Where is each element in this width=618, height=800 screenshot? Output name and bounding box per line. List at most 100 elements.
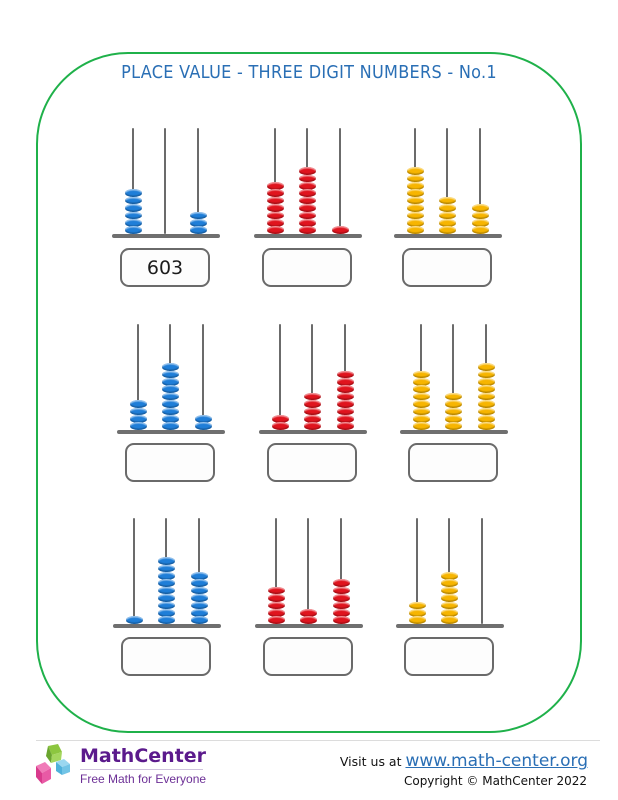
bead (189, 226, 207, 234)
bead-stack-ones (471, 204, 489, 234)
bead (125, 616, 143, 624)
bead (336, 422, 354, 430)
abacus-base (255, 624, 363, 628)
answer-box-6[interactable] (408, 443, 498, 482)
bead-stack-hundreds (124, 189, 142, 234)
bead (477, 392, 495, 401)
bead (267, 601, 285, 610)
bead (298, 219, 316, 227)
rod-hundreds (274, 128, 277, 234)
dice-cubes-icon (36, 744, 70, 784)
rod-tens (311, 324, 314, 430)
bead (406, 189, 424, 197)
bead (266, 211, 284, 220)
bead (336, 392, 354, 401)
answer-box-4[interactable] (125, 443, 215, 482)
abacus-7 (113, 510, 221, 630)
abacus-base (400, 430, 508, 434)
bead (438, 219, 456, 227)
abacus-base (117, 430, 225, 434)
bead (440, 609, 458, 617)
bead-stack-ones (477, 363, 495, 430)
visit-prefix: Visit us at (339, 754, 406, 769)
bead (190, 579, 208, 587)
answer-box-3[interactable] (402, 248, 492, 287)
bead (267, 594, 285, 602)
bead (332, 609, 350, 617)
bead (412, 415, 430, 423)
bead (161, 385, 179, 393)
bead (477, 422, 495, 430)
brand-underline (80, 769, 203, 770)
bead (129, 415, 147, 423)
bead (161, 415, 179, 423)
bead (406, 211, 424, 220)
abacus-4 (117, 316, 225, 436)
bead (406, 226, 424, 234)
bead (412, 377, 430, 386)
bead (444, 415, 462, 423)
bead (157, 594, 175, 602)
bead (299, 609, 317, 617)
bead (303, 392, 321, 401)
bead (444, 392, 462, 401)
abacus-2 (254, 120, 362, 240)
website-link[interactable]: www.math-center.org (405, 751, 588, 771)
bead (298, 211, 316, 220)
bead (412, 385, 430, 393)
bead (190, 601, 208, 610)
bead (267, 586, 285, 595)
bead (336, 400, 354, 408)
rod-ones (197, 128, 200, 234)
answer-box-7[interactable] (121, 637, 211, 676)
brand-tagline: Free Math for Everyone (80, 772, 207, 786)
answer-box-1[interactable]: 603 (120, 248, 210, 287)
bead (189, 219, 207, 227)
answer-box-9[interactable] (404, 637, 494, 676)
rod-ones (339, 128, 342, 234)
bead (124, 211, 142, 220)
bead (444, 400, 462, 408)
bead (336, 385, 354, 393)
bead (406, 196, 424, 205)
bead (124, 189, 142, 197)
bead (189, 211, 207, 220)
bead (124, 219, 142, 227)
bead (161, 400, 179, 408)
answer-box-2[interactable] (262, 248, 352, 287)
bead (331, 226, 349, 234)
bead-stack-hundreds (266, 181, 284, 234)
bead-stack-tens (161, 363, 179, 430)
bead-stack-tens (438, 196, 456, 234)
bead (438, 211, 456, 220)
bead (412, 370, 430, 379)
bead (438, 204, 456, 212)
rod-tens (164, 128, 167, 234)
abacus-base (396, 624, 504, 628)
bead (440, 601, 458, 610)
answer-box-5[interactable] (267, 443, 357, 482)
bead (157, 557, 175, 565)
bead (124, 204, 142, 212)
bead-stack-hundreds (267, 586, 285, 624)
bead (157, 601, 175, 610)
bead-stack-hundreds (125, 616, 143, 624)
answer-box-8[interactable] (263, 637, 353, 676)
bead (444, 422, 462, 430)
rod-hundreds (132, 128, 135, 234)
bead (406, 219, 424, 227)
bead (298, 167, 316, 175)
bead (190, 616, 208, 624)
rod-ones (340, 518, 343, 624)
bead-stack-ones (331, 226, 349, 234)
bead (412, 407, 430, 416)
bead (194, 422, 212, 430)
bead (157, 571, 175, 580)
bead (271, 415, 289, 423)
bead (336, 377, 354, 386)
rod-ones (202, 324, 205, 430)
bead-stack-hundreds (412, 370, 430, 430)
bead (406, 204, 424, 212)
bead (440, 579, 458, 587)
bead (332, 579, 350, 587)
